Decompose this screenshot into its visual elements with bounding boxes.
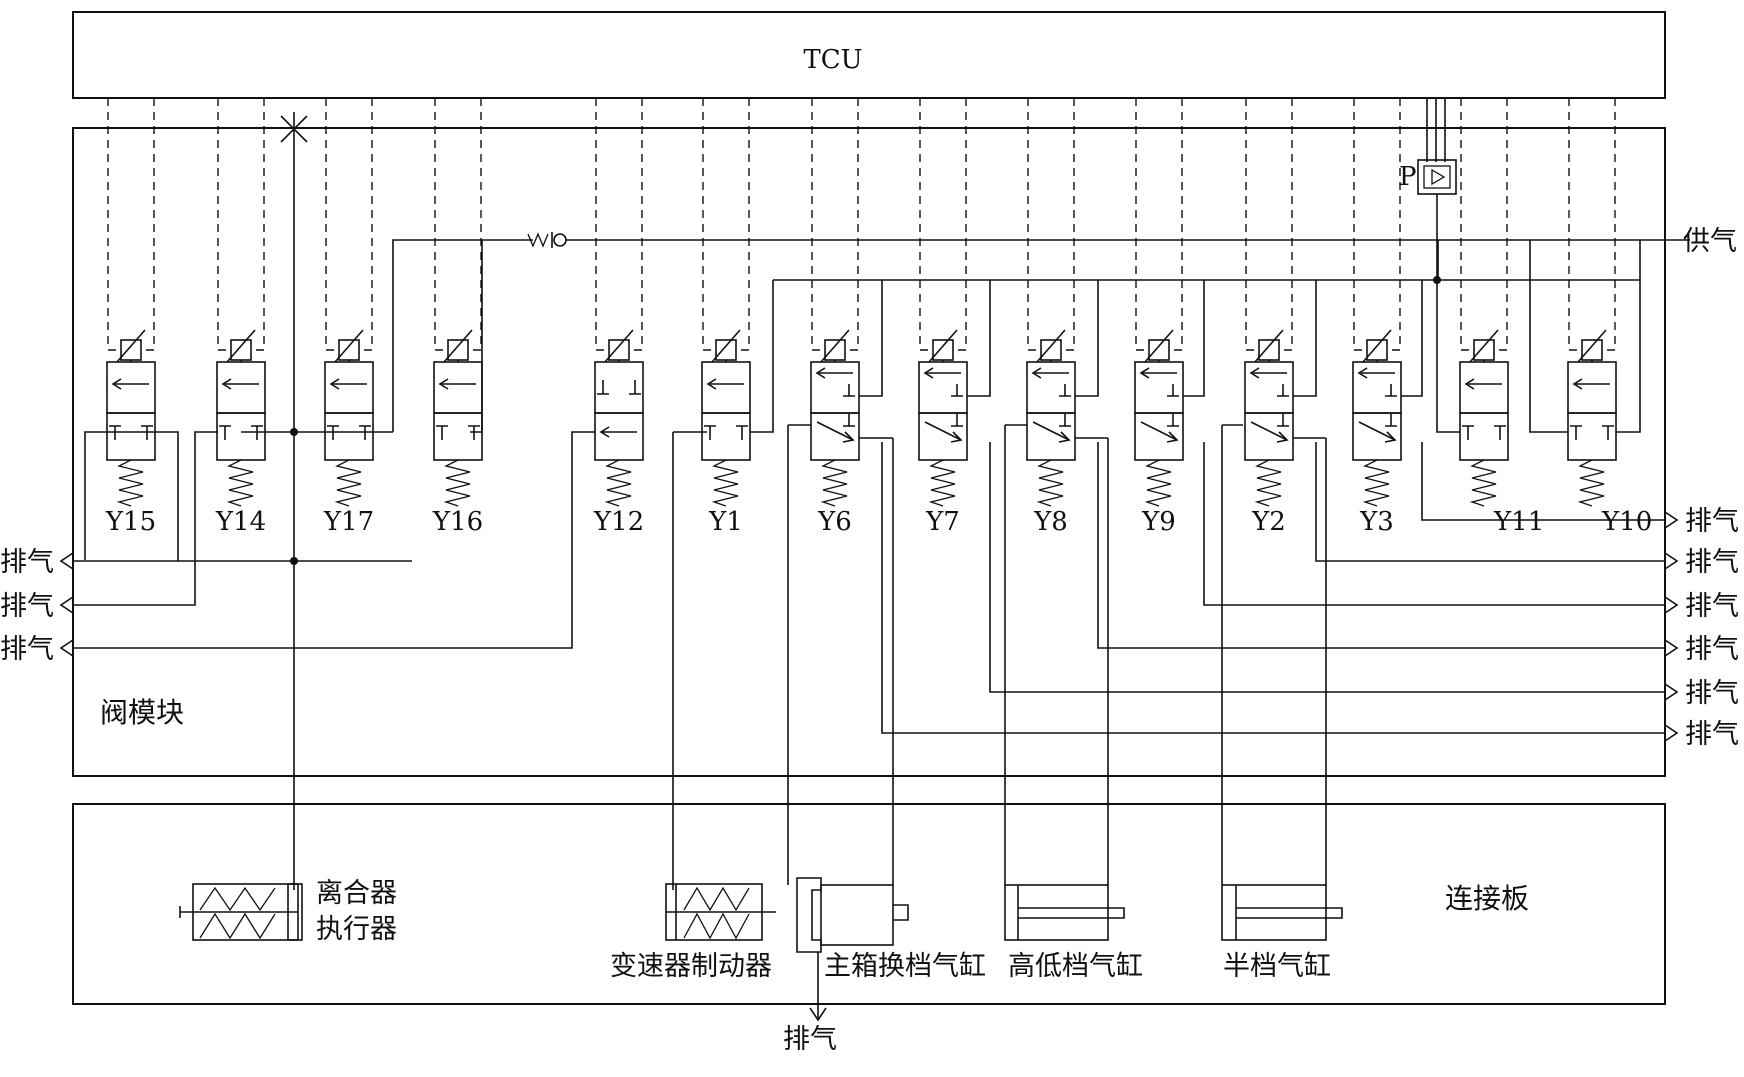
valve-label-y10: Y10 bbox=[1601, 507, 1652, 537]
pressure-sensor-label: P bbox=[1399, 162, 1417, 192]
valve-label-y3: Y3 bbox=[1359, 507, 1394, 537]
main-shift-cylinder: 主箱换档气缸 排气 bbox=[783, 425, 986, 1055]
valve-y6 bbox=[810, 329, 860, 507]
valve-y1 bbox=[701, 329, 751, 507]
clutch-actuator: 离合器 执行器 bbox=[179, 878, 397, 945]
supply-label: 供气 bbox=[1683, 226, 1737, 257]
clutch-label-2: 执行器 bbox=[316, 914, 397, 945]
valve-y14 bbox=[216, 329, 266, 507]
valve-y3 bbox=[1352, 329, 1402, 507]
valve-y7 bbox=[918, 329, 968, 507]
pressure-sensor: P bbox=[1399, 98, 1457, 284]
split-cylinder: 半档气缸 bbox=[1221, 425, 1343, 982]
exhaust-right-label-5: 排气 bbox=[1685, 678, 1739, 709]
valve-group bbox=[106, 329, 1617, 507]
valve-y16 bbox=[433, 329, 483, 507]
range-cylinder: 高低档气缸 bbox=[1004, 425, 1143, 982]
valve-label-y12: Y12 bbox=[593, 507, 644, 537]
connection-plate-label: 连接板 bbox=[1445, 882, 1529, 915]
split-cylinder-label: 半档气缸 bbox=[1223, 951, 1331, 982]
valve-labels: Y15 Y14 Y17 Y16 Y12 Y1 Y6 Y7 Y8 Y9 Y2 Y3 Y11 Y10 bbox=[105, 507, 1652, 537]
valve-label-y16: Y16 bbox=[432, 507, 483, 537]
tcu-box: TCU bbox=[72, 11, 1666, 99]
exhaust-left-label-2: 排气 bbox=[0, 591, 54, 622]
clutch-label-1: 离合器 bbox=[316, 878, 397, 909]
valve-y2 bbox=[1244, 329, 1294, 507]
valve-output-lines bbox=[241, 280, 1641, 439]
connection-plate: 连接板 bbox=[72, 803, 1666, 1005]
exhaust-bottom-label: 排气 bbox=[783, 1024, 837, 1055]
exhaust-left-label-3: 排气 bbox=[0, 634, 54, 665]
exhaust-right-label-2: 排气 bbox=[1685, 547, 1739, 578]
valve-y10 bbox=[1567, 329, 1617, 507]
exhaust-right-label-3: 排气 bbox=[1685, 591, 1739, 622]
valve-label-y11: Y11 bbox=[1493, 507, 1544, 537]
valve-y9 bbox=[1134, 329, 1184, 507]
control-lines bbox=[107, 98, 1616, 351]
valve-label-y14: Y14 bbox=[215, 507, 266, 537]
valve-y12 bbox=[594, 329, 644, 507]
exhaust-right-label-1: 排气 bbox=[1685, 506, 1739, 537]
exhaust-right-label-6: 排气 bbox=[1685, 719, 1739, 750]
range-cylinder-label: 高低档气缸 bbox=[1008, 951, 1143, 982]
valve-label-y6: Y6 bbox=[817, 507, 852, 537]
supply-line: 供气 bbox=[392, 226, 1737, 433]
brake-label: 变速器制动器 bbox=[610, 951, 772, 982]
valve-label-y2: Y2 bbox=[1251, 507, 1286, 537]
exhaust-left-label-1: 排气 bbox=[0, 547, 54, 578]
valve-label-y1: Y1 bbox=[708, 507, 743, 537]
valve-module: 阀模块 bbox=[72, 127, 1666, 777]
main-cylinder-label: 主箱换档气缸 bbox=[824, 951, 986, 982]
valve-label-y7: Y7 bbox=[925, 507, 960, 537]
valve-label-y8: Y8 bbox=[1033, 507, 1068, 537]
tcu-label: TCU bbox=[803, 45, 862, 75]
check-valve-icon bbox=[527, 232, 567, 248]
transmission-brake: 变速器制动器 bbox=[610, 432, 776, 982]
clutch-line bbox=[178, 112, 412, 890]
valve-y11 bbox=[1459, 329, 1509, 507]
valve-label-y17: Y17 bbox=[323, 507, 374, 537]
valve-y17 bbox=[324, 329, 374, 507]
valve-label-y15: Y15 bbox=[105, 507, 156, 537]
valve-y8 bbox=[1026, 329, 1076, 507]
valve-label-y9: Y9 bbox=[1141, 507, 1176, 537]
exhaust-right-label-4: 排气 bbox=[1685, 634, 1739, 665]
valve-y15 bbox=[106, 329, 156, 507]
valve-module-label: 阀模块 bbox=[100, 696, 184, 729]
